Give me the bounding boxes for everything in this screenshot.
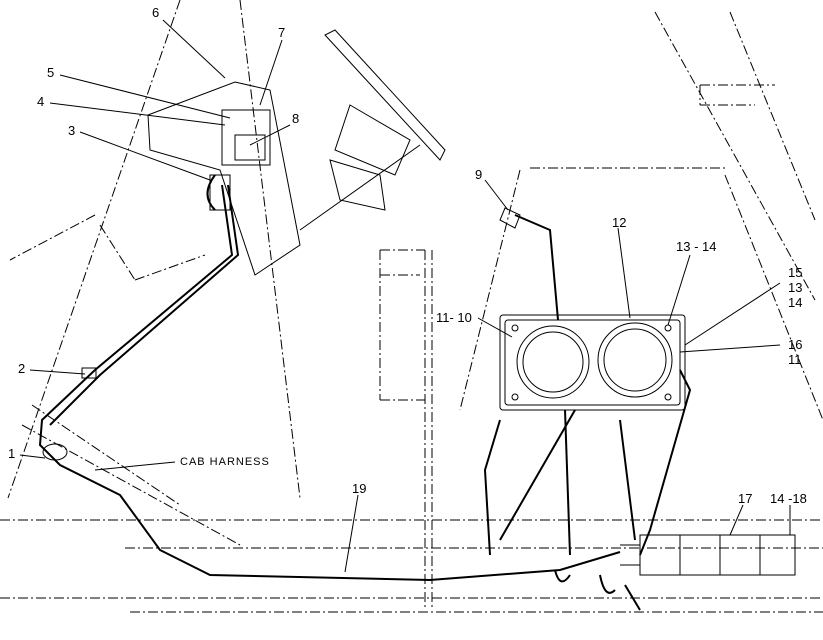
callout-7: 7 xyxy=(278,25,286,40)
steering-column xyxy=(299,29,446,231)
callout-14-18: 14 -18 xyxy=(770,491,807,506)
callout-3: 3 xyxy=(68,123,76,138)
callout-9: 9 xyxy=(475,167,483,182)
right-harness xyxy=(483,214,692,611)
leader-lines xyxy=(19,19,791,573)
callout-11-10: 11- 10 xyxy=(436,310,472,325)
cab-harness-wire xyxy=(38,174,621,582)
cab-harness-label: CAB HARNESS xyxy=(180,456,270,468)
electronic-module xyxy=(620,534,796,576)
callout-4: 4 xyxy=(37,94,45,109)
callout-8: 8 xyxy=(292,111,300,126)
panel-bracket xyxy=(147,81,301,276)
callout-6: 6 xyxy=(152,5,160,20)
callout-19: 19 xyxy=(352,481,367,496)
callout-13-14: 13 - 14 xyxy=(676,239,717,254)
callout-15-13: 13 xyxy=(788,280,803,295)
gauge-panel xyxy=(499,314,686,411)
callout-2: 2 xyxy=(18,361,26,376)
callout-1: 1 xyxy=(8,446,16,461)
clamps xyxy=(42,174,521,461)
callout-15-14: 14 xyxy=(788,295,803,310)
callout-12: 12 xyxy=(612,215,627,230)
callout-17: 17 xyxy=(738,491,753,506)
cab-frame-dashed xyxy=(0,0,823,613)
callout-16: 16 xyxy=(788,337,803,352)
callout-5: 5 xyxy=(47,65,55,80)
callout-15: 15 xyxy=(788,265,803,280)
callout-16-11: 11 xyxy=(788,352,802,367)
